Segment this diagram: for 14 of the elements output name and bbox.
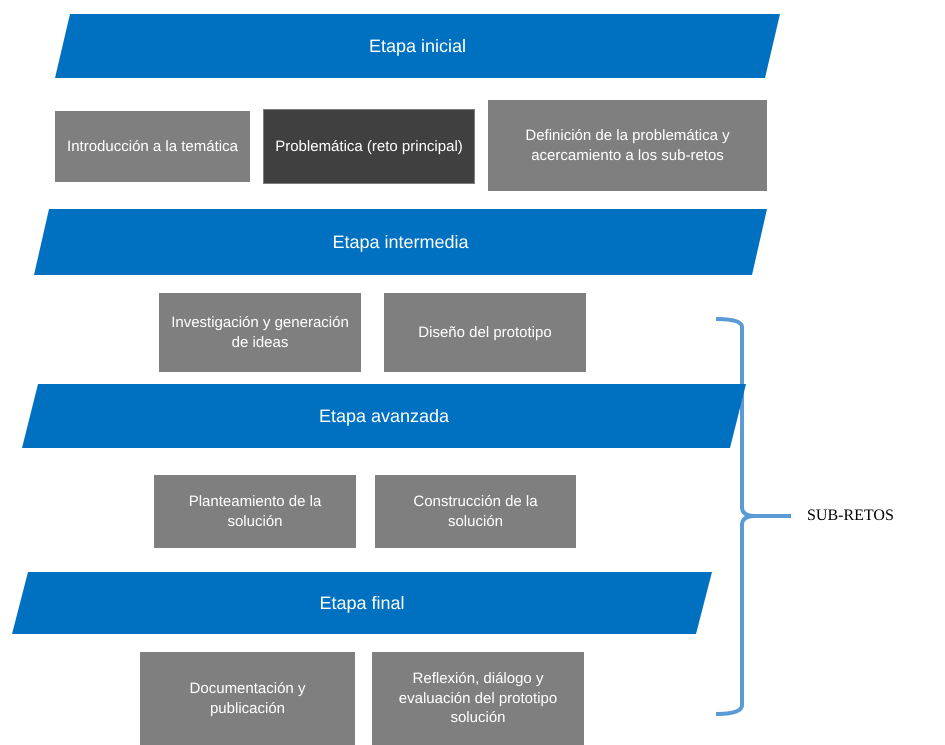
activity-box: Introducción a la temática	[55, 111, 250, 182]
activity-box: Planteamiento de la solución	[154, 475, 356, 548]
stage-banner: Etapa intermedia	[34, 209, 767, 275]
activity-box: Diseño del prototipo	[384, 293, 586, 372]
stage-banner: Etapa final	[12, 572, 712, 634]
activity-box: Construcción de la solución	[375, 475, 576, 548]
bracket-label: SUB-RETOS	[807, 507, 894, 525]
stage-banner: Etapa avanzada	[22, 384, 746, 448]
main-challenge-box: Problemática (reto principal)	[263, 109, 475, 184]
stage-banner: Etapa inicial	[55, 14, 780, 78]
activity-box: Definición de la problemática y acercamiento a los sub-retos	[488, 100, 767, 191]
activity-box: Reflexión, diálogo y evaluación del prototipo solución	[372, 652, 584, 745]
activity-box: Documentación y publicación	[140, 652, 355, 745]
activity-box: Investigación y generación de ideas	[159, 293, 361, 372]
